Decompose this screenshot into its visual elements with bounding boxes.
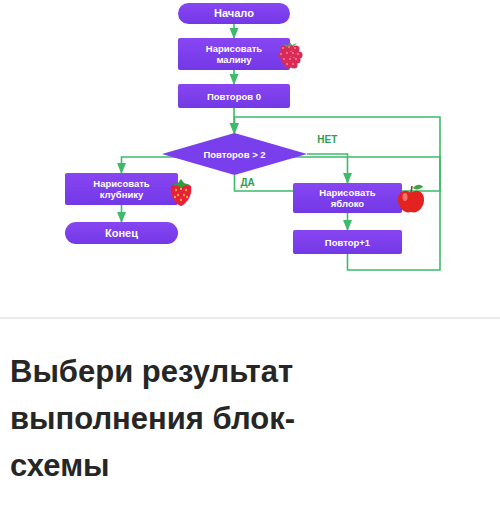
raspberry-icon bbox=[278, 42, 302, 69]
node-text: Повторов 0 bbox=[207, 91, 261, 102]
raspberry-shine bbox=[288, 46, 290, 48]
node-text: Начало bbox=[214, 8, 254, 19]
flow-arrow bbox=[347, 213, 349, 230]
apple-body bbox=[398, 191, 424, 213]
process-box: Нарисовать малину bbox=[178, 38, 290, 70]
strawberry-seed bbox=[177, 194, 179, 196]
flow-arrow bbox=[235, 117, 441, 270]
node-text: Повторов > 2 bbox=[203, 149, 265, 160]
raspberry-shine bbox=[289, 58, 291, 60]
process-box: Повторов 0 bbox=[178, 84, 290, 108]
start-terminal: Начало bbox=[178, 3, 290, 24]
raspberry-drupe bbox=[284, 50, 291, 57]
process-box: Повтор+1 bbox=[293, 230, 402, 254]
apple-stem bbox=[411, 186, 412, 193]
flow-arrow bbox=[233, 24, 235, 38]
heading: Выбери результат выполнения блок-схемы bbox=[10, 348, 350, 489]
strawberry-seed bbox=[183, 194, 185, 196]
raspberry-drupe bbox=[280, 45, 287, 52]
raspberry-shine bbox=[280, 53, 282, 55]
node-text: Повтор+1 bbox=[325, 237, 370, 248]
diamond-shape bbox=[162, 133, 307, 175]
flow-arrow bbox=[121, 205, 123, 222]
raspberry-drupe bbox=[293, 56, 300, 63]
raspberry-shine bbox=[286, 63, 288, 65]
raspberry-drupe bbox=[287, 56, 294, 63]
decision-diamond: Повторов > 2 bbox=[162, 133, 307, 175]
process-box: Нарисовать яблоко bbox=[293, 183, 402, 213]
raspberry-shine bbox=[297, 53, 299, 55]
end-terminal: Конец bbox=[65, 222, 178, 244]
apple-icon bbox=[398, 185, 424, 213]
strawberry-icon bbox=[171, 179, 192, 206]
apple-shine bbox=[403, 193, 408, 201]
raspberry-shine bbox=[294, 47, 296, 49]
node-text: Нарисовать клубнику bbox=[83, 178, 161, 200]
divider-line bbox=[0, 317, 500, 319]
node-text: Нарисовать малину bbox=[195, 43, 273, 65]
raspberry-shine bbox=[292, 63, 294, 65]
strawberry-seed bbox=[186, 196, 188, 198]
strawberry-calyx bbox=[172, 179, 190, 188]
raspberry-drupe bbox=[284, 61, 291, 68]
raspberry-shine bbox=[282, 47, 284, 49]
edge-label: НЕТ bbox=[317, 134, 337, 145]
node-text: Конец bbox=[105, 228, 138, 239]
raspberry-shine bbox=[283, 58, 285, 60]
strawberry-seed bbox=[180, 199, 182, 201]
process-box: Нарисовать клубнику bbox=[65, 173, 178, 205]
raspberry-drupe bbox=[286, 44, 293, 51]
flow-arrow bbox=[307, 154, 348, 183]
strawberry-seed bbox=[180, 188, 182, 190]
raspberry-drupe bbox=[290, 61, 297, 68]
raspberry-shine bbox=[292, 52, 294, 54]
raspberry-drupe bbox=[292, 45, 299, 52]
node-text: Нарисовать яблоко bbox=[309, 187, 387, 209]
raspberry-drupe bbox=[281, 56, 288, 63]
flow-arrow bbox=[233, 70, 235, 84]
raspberry-drupe bbox=[290, 50, 297, 57]
raspberry-leaf bbox=[283, 42, 297, 47]
raspberry-drupe bbox=[278, 51, 285, 58]
strawberry-body bbox=[171, 184, 192, 206]
raspberry-drupe bbox=[295, 51, 302, 58]
apple-leaf bbox=[413, 185, 423, 190]
strawberry-seed bbox=[185, 189, 187, 191]
raspberry-shine bbox=[286, 52, 288, 54]
raspberry-shine bbox=[295, 58, 297, 60]
edge-label: ДА bbox=[241, 177, 255, 188]
strawberry-seed bbox=[175, 189, 177, 191]
strawberry-seed bbox=[174, 196, 176, 198]
